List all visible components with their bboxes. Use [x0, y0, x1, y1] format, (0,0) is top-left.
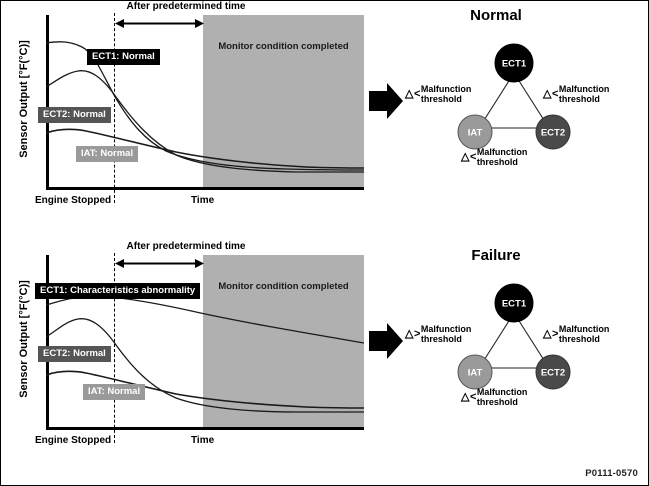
predetermined-time-arrow-icon: [115, 19, 204, 28]
threshold-line1: Malfunction: [558, 324, 610, 334]
document-reference-code: P0111-0570: [585, 468, 638, 479]
series-tag-ect1: ECT1: Normal: [87, 49, 160, 65]
predetermined-time-arrow-icon: [115, 259, 204, 268]
panel-failure: Sensor Output [°F(°C)] Monitor condition…: [1, 241, 648, 473]
threshold-right: △ < Malfunction threshold: [543, 84, 610, 104]
sensor-curves-failure: [46, 295, 364, 413]
threshold-right: △ > Malfunction threshold: [543, 324, 610, 344]
delta-icon: △: [461, 390, 470, 403]
x-label-time: Time: [191, 435, 215, 446]
node-label-ect2: ECT2: [541, 368, 565, 379]
operator-symbol: <: [469, 390, 477, 403]
series-tag-ect1: ECT1: Characteristics abnormality: [35, 283, 201, 299]
y-axis-label: Sensor Output [°F(°C)]: [18, 40, 30, 158]
chart-normal: Sensor Output [°F(°C)] Monitor condition…: [1, 1, 376, 233]
sensor-curves-normal: [46, 41, 364, 173]
y-axis-line: [46, 255, 49, 430]
threshold-line2: threshold: [420, 333, 462, 344]
threshold-bottom: △ < Malfunction threshold: [461, 147, 528, 167]
panel-normal: Sensor Output [°F(°C)] Monitor condition…: [1, 1, 648, 233]
threshold-line2: threshold: [420, 93, 462, 104]
delta-icon: △: [543, 87, 552, 100]
x-label-engine-stopped: Engine Stopped: [35, 195, 112, 206]
delta-icon: △: [405, 327, 414, 340]
monitor-condition-label: Monitor condition completed: [218, 41, 349, 52]
node-label-ect1: ECT1: [502, 59, 527, 70]
engine-stopped-marker: [114, 13, 115, 203]
operator-symbol: >: [551, 327, 559, 340]
triangle-title-normal: Normal: [470, 7, 522, 24]
predetermined-time-caption: After predetermined time: [126, 241, 246, 252]
series-tag-iat: IAT: Normal: [76, 146, 139, 162]
delta-icon: △: [543, 327, 552, 340]
threshold-line2: threshold: [558, 333, 600, 344]
triangle-title-failure: Failure: [471, 247, 521, 264]
x-axis-line: [46, 187, 364, 190]
engine-stopped-marker: [114, 253, 115, 443]
operator-symbol: <: [413, 87, 421, 100]
y-axis-label: Sensor Output [°F(°C)]: [18, 280, 30, 398]
threshold-line1: Malfunction: [476, 387, 528, 397]
node-label-ect2: ECT2: [541, 128, 565, 139]
node-label-ect1: ECT1: [502, 299, 527, 310]
y-axis-line: [46, 15, 49, 190]
plot-area-failure: Monitor condition completed After predet…: [35, 241, 364, 443]
threshold-line1: Malfunction: [420, 324, 472, 334]
chart-failure: Sensor Output [°F(°C)] Monitor condition…: [1, 241, 376, 473]
flow-arrow-icon: [369, 83, 403, 119]
x-label-time: Time: [191, 195, 215, 206]
threshold-left: △ > Malfunction threshold: [405, 324, 472, 344]
threshold-bottom: △ < Malfunction threshold: [461, 387, 528, 407]
operator-symbol: <: [469, 150, 477, 163]
flow-arrow-icon: [369, 323, 403, 359]
triangle-failure: Failure ECT1 IAT ECT2 △ > Malfunction: [401, 241, 648, 473]
series-tag-ect2: ECT2: Normal: [38, 346, 111, 362]
x-label-engine-stopped: Engine Stopped: [35, 435, 112, 446]
monitor-condition-zone: Monitor condition completed: [203, 15, 364, 187]
x-axis-line: [46, 427, 364, 430]
threshold-line2: threshold: [476, 156, 518, 167]
threshold-left: △ < Malfunction threshold: [405, 84, 472, 104]
node-label-iat: IAT: [468, 128, 483, 139]
node-label-iat: IAT: [468, 368, 483, 379]
monitor-condition-label: Monitor condition completed: [218, 281, 349, 292]
plot-area-normal: Monitor condition completed After predet…: [38, 1, 364, 203]
series-tag-ect2: ECT2: Normal: [38, 107, 111, 123]
threshold-line2: threshold: [476, 396, 518, 407]
triangle-normal: Normal ECT1 IAT ECT2 △ < Malfunction: [401, 1, 648, 233]
threshold-line1: Malfunction: [420, 84, 472, 94]
delta-icon: △: [461, 150, 470, 163]
delta-icon: △: [405, 87, 414, 100]
series-tag-iat: IAT: Normal: [83, 384, 146, 400]
sensor-triangle-graph-failure: ECT1 IAT ECT2: [457, 283, 571, 390]
sensor-triangle-graph-normal: ECT1 IAT ECT2: [457, 43, 571, 150]
threshold-line1: Malfunction: [558, 84, 610, 94]
predetermined-time-caption: After predetermined time: [126, 1, 246, 12]
operator-symbol: >: [413, 327, 421, 340]
threshold-line1: Malfunction: [476, 147, 528, 157]
monitor-condition-zone: Monitor condition completed: [203, 255, 364, 427]
threshold-line2: threshold: [558, 93, 600, 104]
operator-symbol: <: [551, 87, 559, 100]
